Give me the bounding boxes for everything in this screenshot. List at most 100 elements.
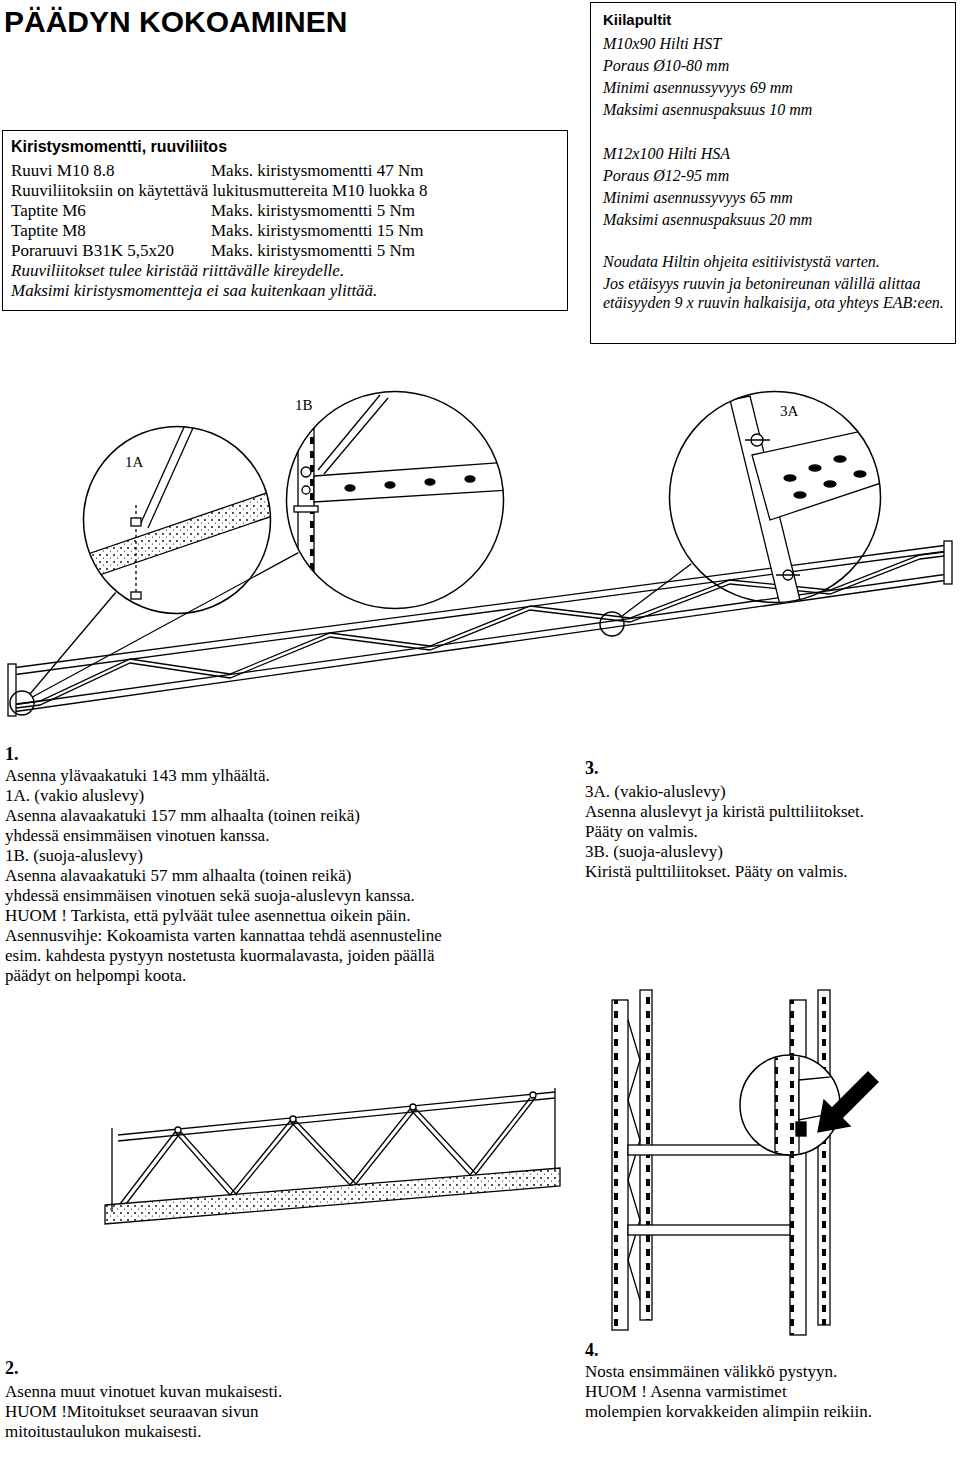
box-heading: Kiristysmomentti, ruuviliitos <box>11 137 227 156</box>
nut <box>131 592 141 599</box>
step-number: 1. <box>5 744 19 766</box>
bolt-axis <box>745 439 770 440</box>
instruction-text: yhdessä ensimmäisen vinotuen kanssa. <box>5 826 269 846</box>
pointer-arrow <box>818 1072 878 1132</box>
detail-marker <box>600 612 624 636</box>
beam-hole <box>824 481 836 487</box>
instruction-text: Asenna aluslevyt ja kiristä pulttiliitok… <box>585 802 864 822</box>
brace <box>324 398 388 474</box>
leader-line <box>33 553 299 697</box>
bolt <box>175 1127 181 1133</box>
box-text: Maks. kiristysmomentti 5 Nm <box>211 201 415 221</box>
lower-rail <box>12 574 948 705</box>
bolt <box>410 1104 416 1110</box>
inset-outline <box>668 390 882 604</box>
upright-post <box>790 1000 806 1335</box>
instruction-text: Asenna ylävaakatuki 143 mm ylhäältä. <box>5 766 270 786</box>
detail-inset: 1B <box>285 390 505 610</box>
instruction-text: Kiristä pulttiliitokset. Pääty on valmis… <box>585 862 848 882</box>
upright-post <box>612 1000 628 1330</box>
beam-hole <box>425 479 435 485</box>
lower-beam <box>70 485 290 585</box>
detail-marker <box>10 691 34 715</box>
bolt <box>290 1116 296 1122</box>
diagonal-brace <box>16 552 944 704</box>
instruction-text: Asenna muut vinotuet kuvan mukaisesti. <box>5 1382 282 1402</box>
box-text: Taptite M8 <box>11 221 86 241</box>
callout-label: 3A <box>780 402 798 420</box>
beam <box>628 1225 790 1235</box>
beam-hole <box>854 471 866 477</box>
box-heading: Kiilapultit <box>603 11 671 29</box>
end-post <box>944 541 952 584</box>
lower-rail <box>12 580 948 712</box>
beam-hole <box>809 465 821 471</box>
box-text: Ruuvi M10 8.8 <box>11 161 114 181</box>
safety-lock <box>796 1122 806 1136</box>
detail-1a-drawing <box>70 425 290 600</box>
instruction-text: Pääty on valmis. <box>585 822 698 842</box>
callout-label: 1B <box>295 396 313 414</box>
box-text: Maksimi asennuspaksuus 10 mm <box>603 100 812 119</box>
box-text: Poraruuvi B31K 5,5x20 <box>11 241 174 261</box>
box-text: Maks. kiristysmomentti 47 Nm <box>211 161 424 181</box>
bolt <box>301 467 311 477</box>
callout-label: 1A <box>125 453 143 471</box>
beam-hole <box>794 492 806 498</box>
instruction-text: 1A. (vakio aluslevy) <box>5 786 144 806</box>
end-post <box>111 1128 112 1212</box>
upper-rail <box>12 545 948 668</box>
box-text: M12x100 Hilti HSA <box>603 144 730 163</box>
beam-hole <box>465 476 475 482</box>
instruction-text: 1B. (suoja-aluslevy) <box>5 846 143 866</box>
instruction-text: päädyt on helpompi koota. <box>5 966 186 986</box>
box-text: M10x90 Hilti HST <box>603 34 721 53</box>
box-text: Jos etäisyys ruuvin ja betonireunan väli… <box>603 274 945 312</box>
leader-line <box>621 564 691 617</box>
box-text: Ruuviliitokset tulee kiristää riittäväll… <box>11 261 344 281</box>
instruction-text: HUOM ! Tarkista, että pylväät tulee asen… <box>5 906 410 926</box>
bolt-head <box>131 518 141 526</box>
upper-rail <box>118 1092 555 1135</box>
page-title: PÄÄDYN KOKOAMINEN <box>4 4 347 40</box>
instruction-text: esim. kahdesta pystyyn nostetusta kuorma… <box>5 946 435 966</box>
instruction-text: Nosta ensimmäinen välikkö pystyyn. <box>585 1362 837 1382</box>
brace <box>148 428 193 528</box>
box-text: Taptite M6 <box>11 201 86 221</box>
box-text: Maksimi kiristysmomentteja ei saa kuiten… <box>11 281 377 301</box>
upright-post <box>818 990 830 1325</box>
inset-outline <box>285 390 505 610</box>
box-text: Maksimi asennuspaksuus 20 mm <box>603 210 812 229</box>
step-number: 2. <box>5 1358 19 1380</box>
inset-circle <box>670 392 881 603</box>
frame-with-braces <box>105 1088 560 1224</box>
bolt <box>302 486 310 494</box>
protection-washer <box>294 506 318 512</box>
instruction-text: molempien korvakkeiden alimpiin reikiin. <box>585 1402 872 1422</box>
detail-inset: 1A <box>82 425 272 615</box>
bolt-axis <box>776 574 800 575</box>
step-number: 3. <box>585 758 599 780</box>
box-text: Maks. kiristysmomentti 15 Nm <box>211 221 424 241</box>
instruction-text: mitoitustaulukon mukaisesti. <box>5 1422 201 1442</box>
box-text: Ruuviliitoksiin on käytettävä lukitusmut… <box>11 181 427 201</box>
instruction-text: Asenna alavaakatuki 157 mm alhaalta (toi… <box>5 806 360 826</box>
box-text: Poraus Ø12-95 mm <box>603 166 729 185</box>
box-text: Minimi asennussyvyys 65 mm <box>603 188 793 207</box>
diagonal-brace <box>16 556 944 708</box>
instruction-text: Asennusvihje: Kokoamista varten kannatta… <box>5 926 442 946</box>
beam-hole <box>385 482 395 488</box>
bolt <box>530 1092 536 1098</box>
box-text: Maks. kiristysmomentti 5 Nm <box>211 241 415 261</box>
inset-circle <box>287 392 504 609</box>
diagonal-brace <box>126 1097 536 1204</box>
upright-post <box>775 1050 799 1170</box>
instruction-text: HUOM !Mitoitukset seuraavan sivun <box>5 1402 259 1422</box>
instruction-text: HUOM ! Asenna varmistimet <box>585 1382 787 1402</box>
diagonal-brace <box>628 1020 640 1300</box>
upper-rail <box>12 551 948 675</box>
standing-bay <box>612 990 878 1335</box>
info-box: Kiristysmomentti, ruuviliitosRuuvi M10 8… <box>2 130 568 311</box>
box-text: Noudata Hiltin ohjeita esitiivistystä va… <box>603 252 880 271</box>
